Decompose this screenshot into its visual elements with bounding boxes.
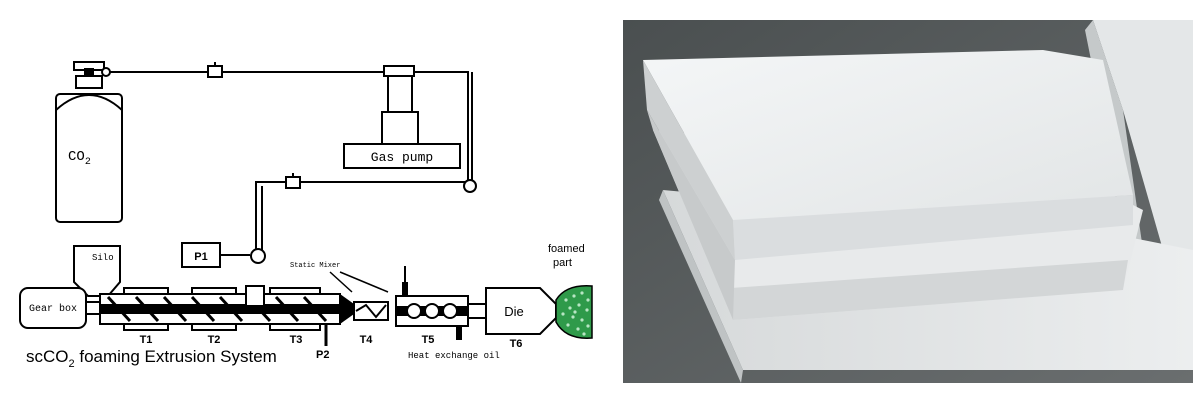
extruder-barrel (99, 285, 354, 325)
silo-label: Silo (92, 253, 114, 263)
pump-check-valve (463, 179, 477, 193)
p1-label: P1 (194, 251, 207, 263)
static-mixer-label: Static Mixer (290, 262, 340, 270)
zone-label-t1: T1 (140, 334, 153, 346)
static-mixer (329, 271, 389, 321)
zone-label-t5: T5 (422, 334, 435, 346)
foam-boards-photo (623, 20, 1193, 383)
foamed-label: foamed part (548, 243, 588, 269)
extrusion-system-diagram: CO2 Gas pump P1 Silo Gear box (19, 61, 593, 370)
heat-exchanger (395, 266, 487, 340)
zone-label-t2: T2 (208, 334, 221, 346)
co2-cylinder (55, 61, 123, 223)
heat-exchange-label: Heat exchange oil (408, 351, 500, 361)
foamed-part (555, 285, 593, 339)
board-top (643, 50, 1133, 220)
zone-label-t4: T4 (360, 334, 374, 346)
die-label: Die (504, 304, 524, 319)
valve-top (207, 62, 223, 78)
diagram-title: scCO2 foaming Extrusion System (26, 347, 277, 370)
valve-lower (285, 173, 301, 189)
leaning-board (1093, 20, 1193, 270)
gear-box-label: Gear box (29, 303, 77, 315)
gas-pump (343, 65, 461, 169)
heater-bands (123, 287, 321, 331)
p2-label: P2 (316, 349, 329, 361)
p1-gauge (181, 242, 221, 268)
co2-label: CO2 (68, 149, 91, 168)
gas-pump-label: Gas pump (371, 150, 433, 165)
zone-label-t6: T6 (510, 338, 523, 350)
zone-label-t3: T3 (290, 334, 303, 346)
